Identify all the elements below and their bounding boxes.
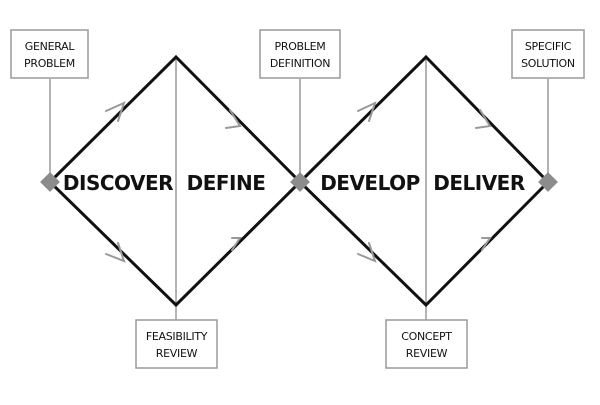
- direction-arrows: [105, 101, 492, 263]
- diamond-dividers: [175, 57, 427, 305]
- feasibility-review-line2: REVIEW: [156, 347, 198, 360]
- concept-review-frame: [385, 319, 468, 369]
- arrow-develop-bottom-icon: [357, 242, 377, 263]
- arrow-discover-bottom-icon: [105, 242, 126, 263]
- arrow-define-top-icon: [225, 109, 242, 129]
- node-middle-icon: [290, 172, 310, 192]
- problem-definition-box: PROBLEM DEFINITION: [259, 29, 341, 79]
- specific-solution-box: SPECIFIC SOLUTION: [511, 29, 585, 79]
- concept-review-line1: CONCEPT: [401, 330, 452, 343]
- problem-definition-frame: [259, 29, 341, 79]
- phase-deliver: DELIVER: [433, 171, 525, 195]
- problem-definition-line2: DEFINITION: [270, 57, 330, 70]
- phase-define: DEFINE: [187, 171, 266, 195]
- general-problem-line2: PROBLEM: [24, 57, 75, 70]
- general-problem-box: GENERAL PROBLEM: [10, 29, 89, 79]
- arrow-deliver-top-icon: [475, 109, 492, 129]
- feasibility-review-box: FEASIBILITY REVIEW: [135, 319, 218, 369]
- feasibility-review-line1: FEASIBILITY: [146, 330, 208, 343]
- concept-review-line2: REVIEW: [406, 347, 448, 360]
- connector-lines: [49, 79, 549, 320]
- feasibility-review-frame: [135, 319, 218, 369]
- concept-review-box: CONCEPT REVIEW: [385, 319, 468, 369]
- phase-develop: DEVELOP: [320, 171, 420, 195]
- arrow-discover-top-icon: [105, 101, 126, 122]
- phase-discover: DISCOVER: [63, 171, 173, 195]
- specific-solution-frame: [511, 29, 585, 79]
- arrow-develop-top-icon: [357, 101, 377, 122]
- arrow-define-bottom-icon: [231, 237, 242, 251]
- general-problem-line1: GENERAL: [25, 40, 76, 53]
- specific-solution-line2: SOLUTION: [521, 57, 575, 70]
- arrow-deliver-bottom-icon: [481, 237, 492, 251]
- general-problem-frame: [10, 29, 89, 79]
- specific-solution-line1: SPECIFIC: [525, 40, 572, 53]
- problem-definition-line1: PROBLEM: [275, 40, 326, 53]
